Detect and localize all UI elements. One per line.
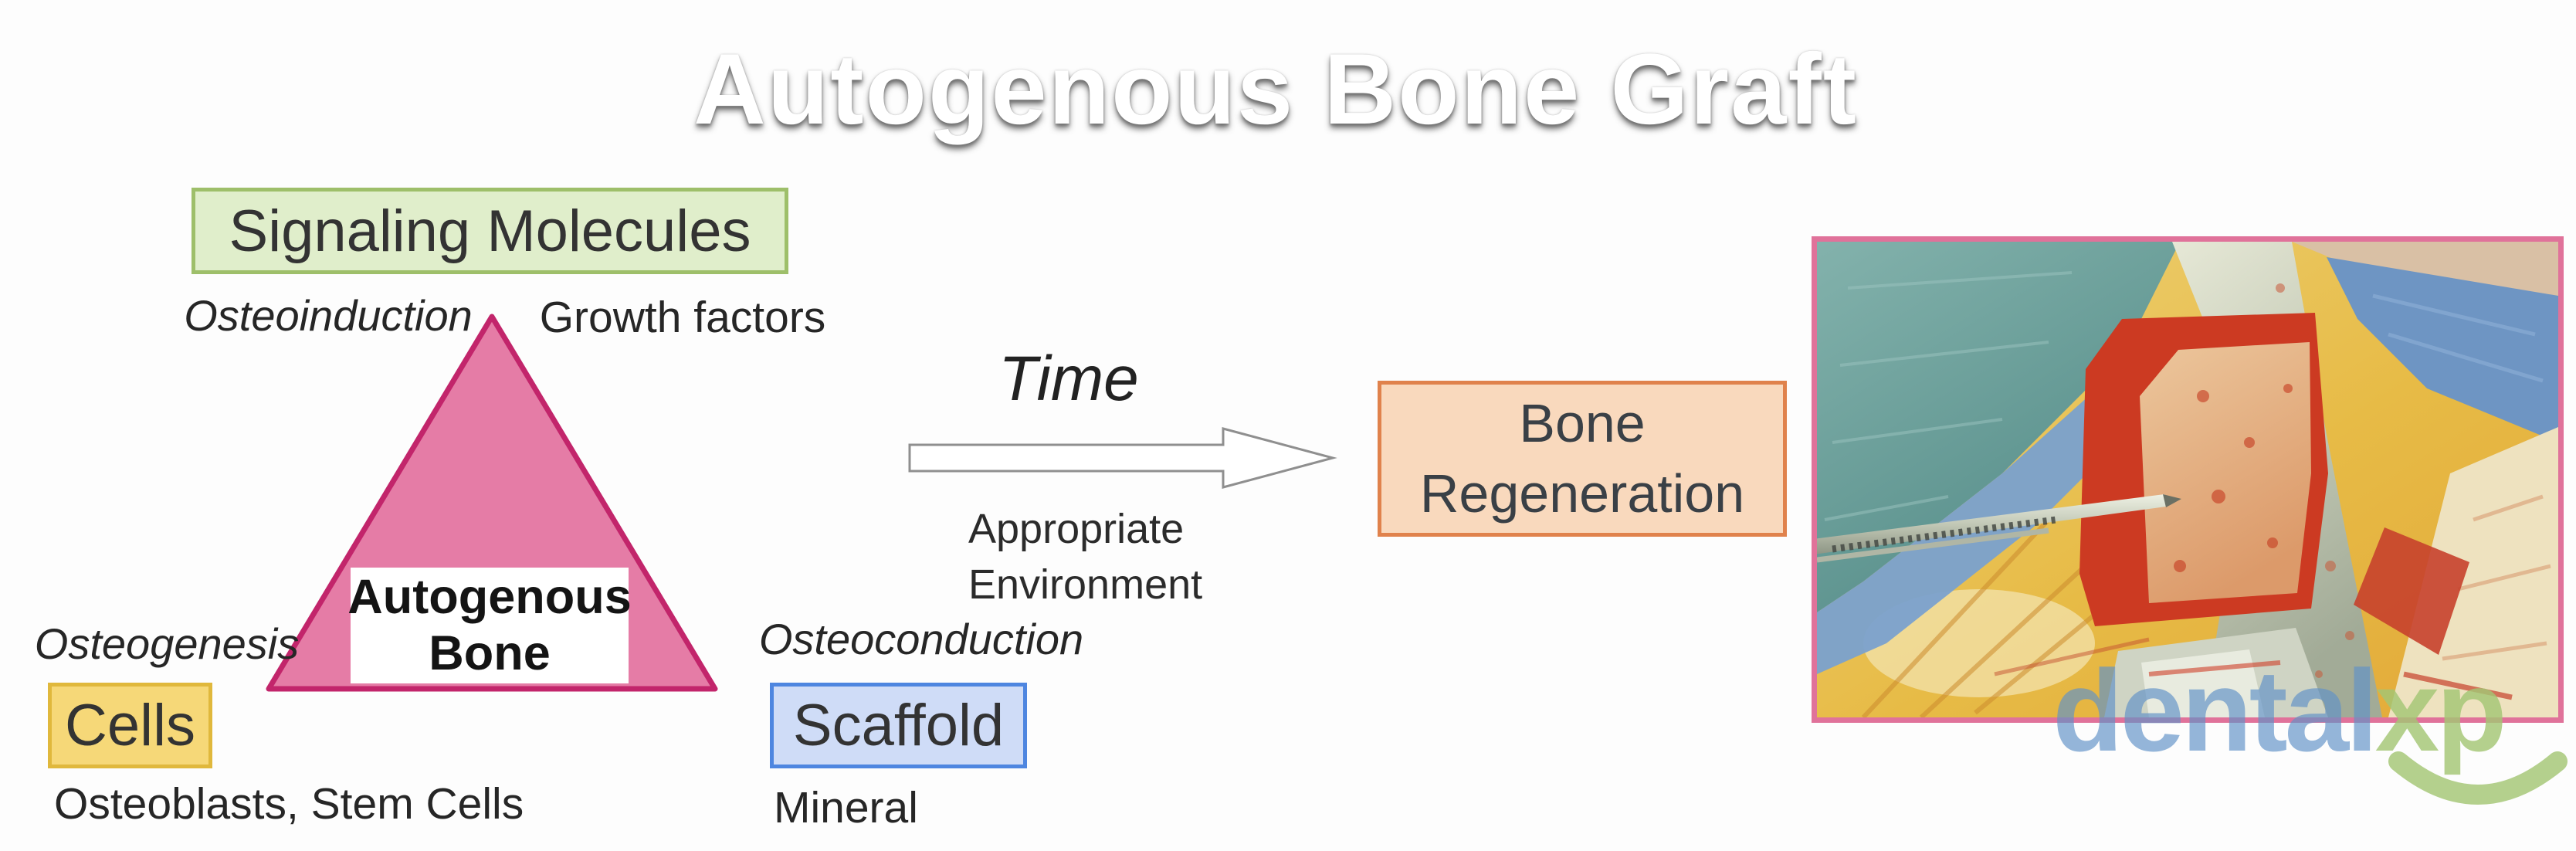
condition-label: Appropriate Environment bbox=[968, 502, 1202, 613]
cells-label: Cells bbox=[65, 693, 195, 758]
osteoinduction-label: Osteoinduction bbox=[184, 291, 473, 340]
teal-towel bbox=[1817, 242, 2180, 612]
blue-towel-texture bbox=[2372, 293, 2544, 383]
osteogenesis-label: Osteogenesis bbox=[34, 619, 300, 668]
mineral-label: Mineral bbox=[774, 783, 918, 832]
teal-towel-texture bbox=[1824, 271, 2073, 521]
watermark-xp-text: xp bbox=[2374, 646, 2507, 775]
bone-graft-block bbox=[2079, 313, 2328, 626]
bone-regeneration-box: Bone Regeneration bbox=[1378, 381, 1787, 537]
scaffold-label: Scaffold bbox=[792, 693, 1005, 758]
autogenous-bone-box: Autogenous Bone bbox=[347, 568, 632, 683]
osteoblasts-stem-cells-label: Osteoblasts, Stem Cells bbox=[54, 779, 524, 829]
cream-tissue-streaks bbox=[2442, 494, 2551, 661]
blood-on-instrument bbox=[2148, 660, 2281, 676]
condition-line1: Appropriate bbox=[968, 506, 1185, 552]
surgical-photo-frame bbox=[1812, 236, 2564, 723]
growth-factors-label: Growth factors bbox=[539, 293, 826, 342]
page-title: Autogenous Bone Graft bbox=[693, 32, 1859, 145]
bleeding-area bbox=[2354, 527, 2469, 655]
scaffold-box: Scaffold bbox=[770, 683, 1027, 768]
forceps-serration bbox=[1832, 516, 2057, 553]
autogenous-bone-line1: Autogenous bbox=[347, 569, 632, 624]
bone-regeneration-line2: Regeneration bbox=[1419, 463, 1745, 524]
forceps bbox=[1817, 494, 2181, 563]
arrow-shape bbox=[908, 427, 1337, 489]
forceps-lower-beak bbox=[1817, 527, 2049, 563]
condition-line2: Environment bbox=[968, 561, 1203, 608]
time-arrow-icon bbox=[908, 427, 1337, 489]
tissue-highlight bbox=[1863, 589, 2095, 697]
autogenous-bone-line2: Bone bbox=[429, 626, 551, 680]
watermark-smile-icon bbox=[2388, 751, 2568, 805]
forceps-tip bbox=[2163, 494, 2181, 507]
time-label: Time bbox=[998, 344, 1139, 414]
smile-arc bbox=[2388, 751, 2568, 805]
bone-regeneration-line1: Bone bbox=[1519, 393, 1646, 453]
graft-speckles bbox=[2174, 384, 2293, 572]
osteoconduction-label: Osteoconduction bbox=[758, 615, 1084, 663]
forceps-shaft bbox=[1817, 494, 2166, 554]
graft-bone-surface bbox=[2140, 342, 2311, 603]
blood-streak-left bbox=[1994, 637, 2150, 676]
dentalxp-watermark: dentalxp bbox=[2052, 653, 2507, 768]
cells-box: Cells bbox=[48, 683, 212, 768]
watermark-dental-text: dental bbox=[2052, 646, 2378, 775]
signaling-molecules-label: Signaling Molecules bbox=[229, 198, 751, 264]
surgical-photo bbox=[1817, 242, 2558, 717]
signaling-molecules-box: Signaling Molecules bbox=[192, 188, 788, 274]
blood-streak-right bbox=[2403, 671, 2513, 700]
